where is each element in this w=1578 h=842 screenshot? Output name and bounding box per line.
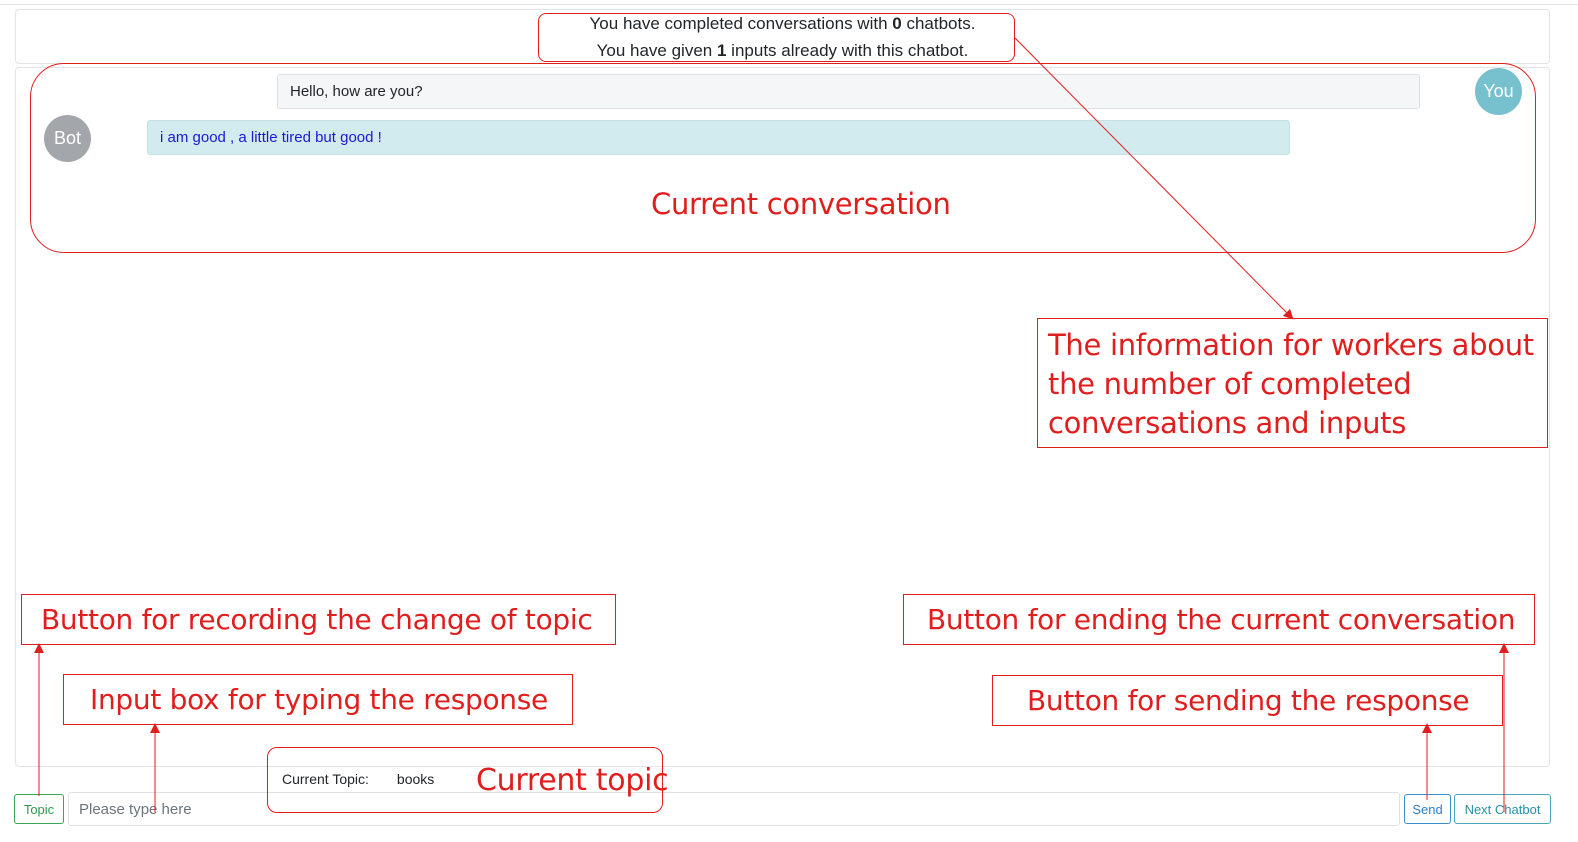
bot-avatar: Bot bbox=[44, 115, 91, 162]
current-topic-display: Current Topic: books bbox=[282, 771, 434, 787]
topic-button[interactable]: Topic bbox=[14, 794, 64, 824]
annotation-current-conversation: Current conversation bbox=[651, 187, 951, 221]
annotation-topic-button-box bbox=[21, 594, 616, 645]
annotation-info-box bbox=[538, 13, 1015, 62]
annotation-workers-info-line1: The information for workers about bbox=[1048, 328, 1534, 362]
annotation-current-topic-box bbox=[267, 747, 663, 813]
current-topic-label: Current Topic: bbox=[282, 771, 369, 787]
annotation-topic-button: Button for recording the change of topic bbox=[41, 603, 593, 636]
annotation-input-box bbox=[63, 674, 573, 725]
current-topic-value: books bbox=[396, 771, 435, 787]
response-input[interactable] bbox=[68, 792, 1400, 826]
annotation-send-button: Button for sending the response bbox=[1027, 684, 1470, 717]
inputs-count: 1 bbox=[716, 41, 727, 60]
annotation-current-topic: Current topic bbox=[476, 763, 669, 798]
top-divider bbox=[0, 4, 1578, 5]
completed-count: 0 bbox=[892, 14, 902, 33]
send-button[interactable]: Send bbox=[1404, 794, 1451, 824]
annotation-workers-info-line3: conversations and inputs bbox=[1048, 406, 1407, 440]
annotation-input: Input box for typing the response bbox=[90, 683, 548, 716]
annotation-conversation-box bbox=[30, 63, 1536, 253]
inputs-given-line: You have given 1 inputs already with thi… bbox=[596, 41, 969, 60]
next-chatbot-button[interactable]: Next Chatbot bbox=[1454, 794, 1551, 824]
annotation-workers-info-line2: the number of completed bbox=[1048, 367, 1412, 401]
completed-conversations-line: You have completed conversations with 0 … bbox=[589, 14, 976, 33]
annotation-send-button-box bbox=[992, 675, 1503, 726]
annotation-end-button: Button for ending the current conversati… bbox=[927, 603, 1516, 636]
annotation-end-button-box bbox=[903, 594, 1535, 645]
